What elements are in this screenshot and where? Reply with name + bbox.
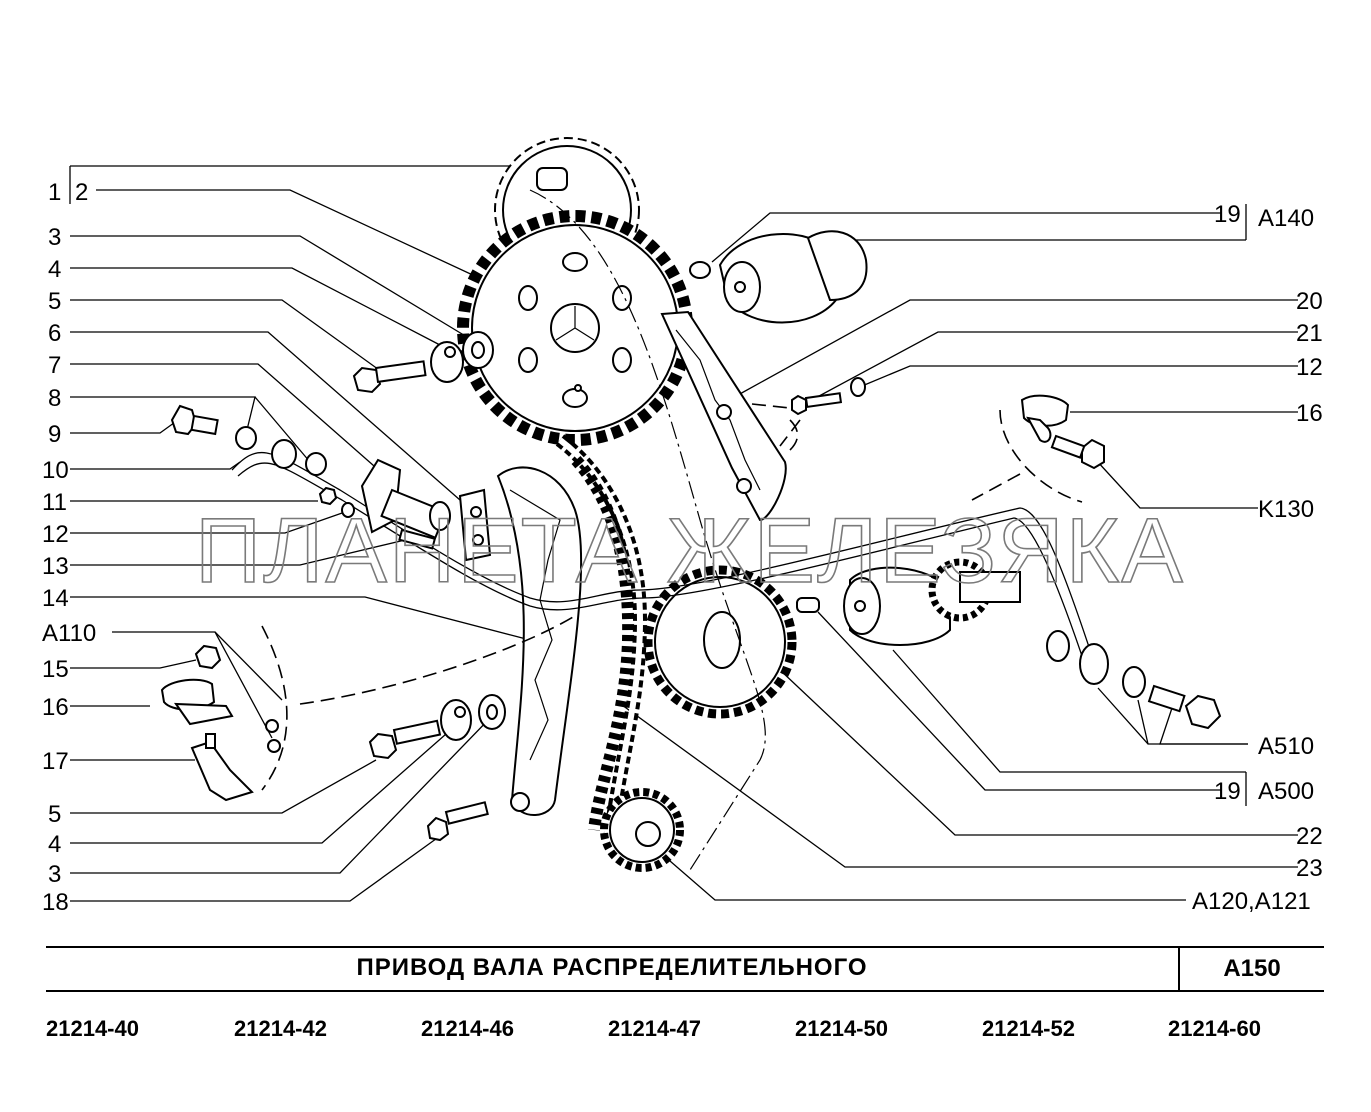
bolt-upper [352, 360, 427, 394]
stud-13 [398, 528, 437, 550]
washer-12-right [850, 377, 866, 397]
model-item: 21214-42 [234, 1016, 327, 1041]
callout-a510: A510 [1258, 733, 1314, 760]
callout-16-right: 16 [1296, 400, 1323, 427]
callout-10: 10 [42, 457, 69, 484]
callout-k130: K130 [1258, 496, 1314, 523]
chain-path-outline [529, 189, 766, 871]
washer-a510a [1046, 630, 1070, 662]
model-item: 21214-40 [46, 1016, 139, 1041]
callout-16: 16 [42, 694, 69, 721]
callout-2: 2 [75, 179, 88, 206]
nut-11 [318, 486, 338, 506]
section-code: A150 [1178, 948, 1324, 990]
lock-washer-upper [430, 341, 464, 383]
washers-a110 [265, 719, 281, 753]
callout-4: 4 [48, 256, 61, 283]
callout-14: 14 [42, 585, 69, 612]
banjo-fitting-right [1079, 643, 1109, 685]
camshaft-sprocket [457, 210, 693, 446]
callout-a120-a121: A120,A121 [1192, 888, 1311, 915]
crankshaft-sprocket [600, 788, 684, 872]
page-title: ПРИВОД ВАЛА РАСПРЕДЕЛИТЕЛЬНОГО [356, 954, 868, 981]
callout-5: 5 [48, 288, 61, 315]
callout-23: 23 [1296, 855, 1323, 882]
callout-17: 17 [42, 748, 69, 775]
callout-9: 9 [48, 421, 61, 448]
tensioner-housing [360, 458, 451, 539]
callout-7: 7 [48, 352, 61, 379]
leader-lines [69, 165, 1298, 902]
banjo-bolt-9 [170, 404, 219, 436]
assembly-lines [261, 403, 1083, 791]
tensioner-upper [689, 230, 868, 324]
bolt-21 [791, 392, 843, 416]
callout-3: 3 [48, 224, 61, 251]
callout-19b: 19 [1214, 778, 1241, 805]
banjo-fitting-left [271, 439, 297, 469]
callout-8: 8 [48, 385, 61, 412]
stud-18 [426, 801, 489, 842]
washer-a510b [1122, 666, 1146, 698]
washer-lower [478, 694, 506, 730]
callout-3b: 3 [48, 861, 61, 888]
callout-13: 13 [42, 553, 69, 580]
bolt-lower [368, 719, 442, 760]
clip-16-left [160, 678, 234, 726]
callout-11: 11 [42, 489, 67, 516]
washer-upper [462, 331, 494, 369]
title-bar: ПРИВОД ВАЛА РАСПРЕДЕЛИТЕЛЬНОГО A150 [46, 946, 1324, 992]
model-item: 21214-60 [1168, 1016, 1261, 1041]
callout-20: 20 [1296, 288, 1323, 315]
watermark: ПЛАНЕТА ЖЕЛЕЗЯКА [195, 500, 1185, 602]
callout-1: 1 [48, 179, 61, 206]
callouts-right: 19 A140 20 21 12 16 K130 A510 19 A500 22… [1192, 201, 1323, 915]
callout-15: 15 [42, 656, 69, 683]
banjo-bolt-right [1147, 684, 1222, 730]
callout-a140: A140 [1258, 205, 1314, 232]
model-item: 21214-52 [982, 1016, 1075, 1041]
clip-16-right [1020, 394, 1070, 443]
timing-chain [555, 434, 648, 841]
callouts-left: 1 2 3 4 5 6 7 8 9 10 11 12 13 14 A110 15… [42, 179, 96, 916]
callout-22: 22 [1296, 823, 1323, 850]
bolt-k130 [1050, 434, 1105, 470]
gasket-6 [458, 488, 492, 562]
washer-8b [305, 452, 327, 476]
chain-tensioner-guide [660, 310, 787, 522]
bracket-17 [190, 733, 254, 802]
model-item: 21214-50 [795, 1016, 888, 1041]
model-item: 21214-46 [421, 1016, 514, 1041]
model-item: 21214-47 [608, 1016, 701, 1041]
drive-gear-assembly [796, 558, 1021, 646]
model-list: 21214-40 21214-42 21214-46 21214-47 2121… [46, 1016, 1286, 1046]
washer-8a [235, 426, 257, 450]
nut-15 [194, 644, 222, 670]
callout-a110: A110 [42, 620, 96, 647]
callout-21: 21 [1296, 320, 1323, 347]
callout-12: 12 [42, 521, 69, 548]
chain-shoe [496, 466, 583, 816]
callout-6: 6 [48, 320, 61, 347]
callout-18: 18 [42, 889, 69, 916]
washer-12-left [341, 502, 355, 518]
callout-19: 19 [1214, 201, 1241, 228]
callout-12-right: 12 [1296, 354, 1323, 381]
callout-5b: 5 [48, 801, 61, 828]
intermediate-sprocket [643, 565, 797, 719]
callout-a500: A500 [1258, 778, 1314, 805]
lock-washer-lower [440, 699, 472, 741]
oil-tube [231, 451, 1091, 657]
callout-4b: 4 [48, 831, 61, 858]
